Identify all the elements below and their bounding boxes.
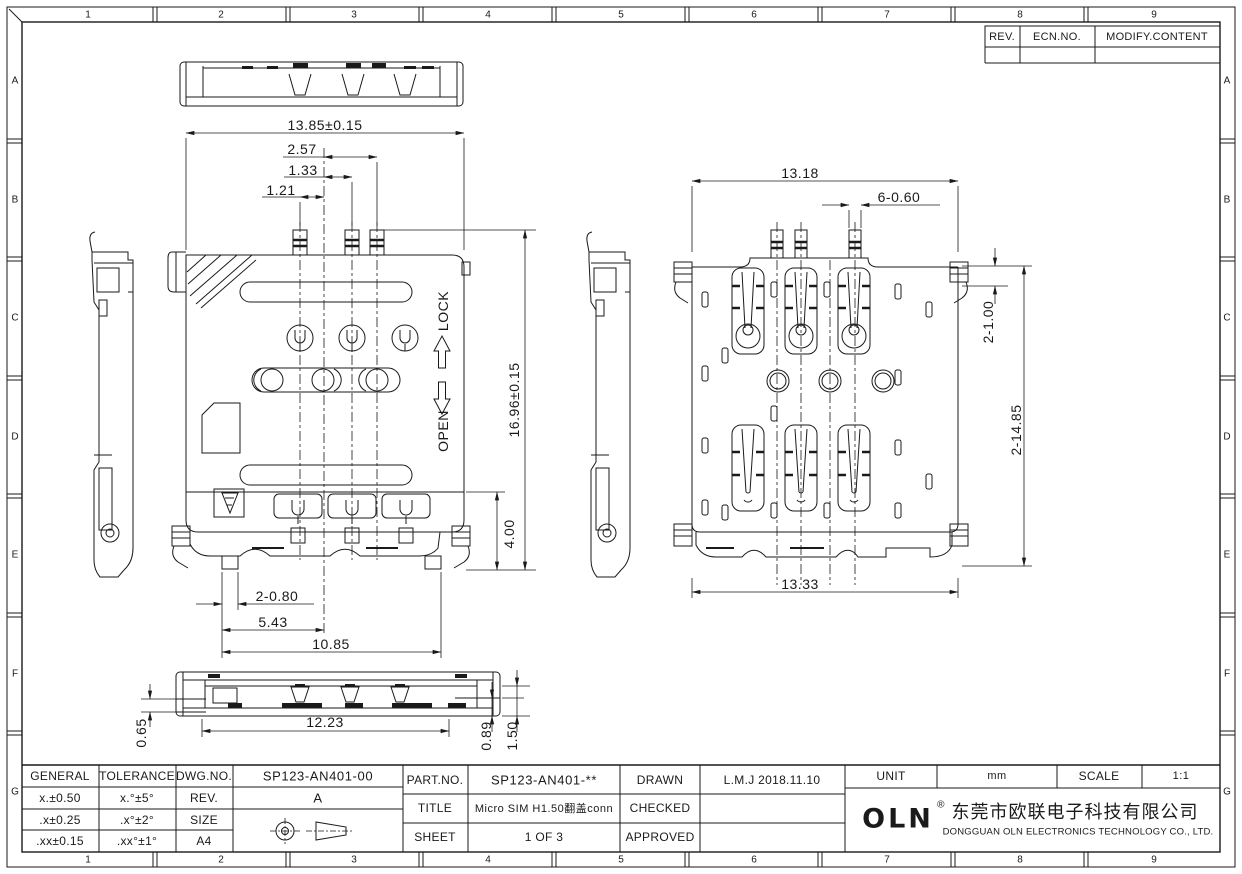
size-label: SIZE — [190, 813, 218, 827]
tolerance-angular-2: .x°±2° — [120, 813, 154, 827]
zone-row-right-c: C — [1223, 312, 1231, 324]
rev-table-modify-header: MODIFY.CONTENT — [1106, 31, 1208, 43]
zone-col-top-6: 6 — [751, 9, 757, 21]
dim-top-overall: 13.85±0.15 — [287, 117, 363, 133]
dim-open-width: 13.18 — [781, 165, 819, 181]
approved-label: APPROVED — [625, 830, 695, 844]
rev-label: REV. — [189, 791, 219, 805]
zone-row-left-g: G — [11, 786, 19, 798]
zone-row-left-e: E — [11, 549, 19, 561]
tolerance-linear-3: .xx±0.15 — [36, 834, 84, 848]
rev-table-ecn-header: ECN.NO. — [1033, 31, 1081, 43]
checked-label: CHECKED — [629, 801, 691, 815]
zone-col-top-5: 5 — [618, 9, 624, 21]
dim-lead-543: 5.43 — [258, 614, 288, 630]
zone-row-left-c: C — [11, 312, 19, 324]
company-name-en: DONGGUAN OLN ELECTRONICS TECHNOLOGY CO.,… — [942, 826, 1214, 838]
zone-row-right-b: B — [1223, 194, 1231, 206]
tolerance-angular-3: .xx°±1° — [116, 834, 158, 848]
zone-row-left-d: D — [11, 431, 19, 443]
zone-col-top-4: 4 — [485, 9, 491, 21]
dim-bottom-150: 1.50 — [504, 721, 520, 751]
zone-col-top-3: 3 — [351, 9, 357, 21]
unit-value: mm — [987, 770, 1007, 782]
zone-col-top-9: 9 — [1151, 9, 1157, 21]
part-no-label: PART.NO. — [406, 773, 464, 787]
dim-bottom-089: 0.89 — [478, 721, 494, 751]
dim-terminal-height: 4.00 — [501, 519, 517, 549]
dim-peg-height: 2-1.00 — [980, 300, 996, 344]
tolerance-linear-2: .x±0.25 — [39, 813, 81, 827]
drawn-label: DRAWN — [636, 773, 684, 787]
tolerance-label: TOLERANCE — [99, 769, 175, 783]
zone-row-left-f: F — [11, 668, 19, 680]
dim-pitch-121: 1.21 — [266, 182, 296, 198]
zone-row-right-d: D — [1223, 431, 1231, 443]
scale-value: 1:1 — [1172, 770, 1190, 782]
cover-open-label: OPEN — [435, 410, 451, 452]
zone-col-top-8: 8 — [1017, 9, 1023, 21]
size-value: A4 — [196, 834, 212, 848]
dim-lead-span: 10.85 — [312, 636, 350, 652]
dim-body-height: 16.96±0.15 — [506, 362, 522, 438]
zone-row-right-f: F — [1223, 668, 1231, 680]
dim-bottom-065: 0.65 — [133, 718, 149, 748]
zone-col-top-1: 1 — [85, 9, 91, 21]
dim-pin-width: 6-0.60 — [877, 189, 921, 205]
title-value: Micro SIM H1.50翻盖conn — [474, 803, 614, 815]
zone-col-bottom-1: 1 — [85, 854, 91, 866]
scale-label: SCALE — [1078, 769, 1120, 783]
zone-col-bottom-5: 5 — [618, 854, 624, 866]
rev-value: A — [313, 790, 323, 806]
tolerance-angular-1: x.°±5° — [120, 791, 154, 805]
dim-lead-width: 2-0.80 — [255, 588, 299, 604]
tolerance-linear-1: x.±0.50 — [39, 791, 81, 805]
zone-col-bottom-6: 6 — [751, 854, 757, 866]
zone-col-top-7: 7 — [884, 9, 890, 21]
zone-col-bottom-3: 3 — [351, 854, 357, 866]
zone-row-right-a: A — [1223, 75, 1231, 87]
dim-open-height: 2-14.85 — [1008, 404, 1024, 456]
zone-col-bottom-9: 9 — [1151, 854, 1157, 866]
unit-label: UNIT — [876, 769, 906, 783]
zone-row-left-b: B — [11, 194, 19, 206]
dim-open-bottom-width: 13.33 — [781, 576, 819, 592]
part-no-value: SP123-AN401-** — [491, 772, 597, 788]
zone-col-bottom-2: 2 — [218, 854, 224, 866]
registered-trademark-icon: ® — [937, 799, 945, 811]
sheet-value: 1 OF 3 — [524, 830, 564, 844]
dim-bottom-width: 12.23 — [306, 714, 344, 730]
general-label: GENERAL — [30, 769, 90, 783]
zone-row-left-a: A — [11, 75, 19, 87]
cover-lock-label: LOCK — [435, 290, 451, 332]
rev-table-rev-header: REV. — [989, 31, 1015, 43]
zone-col-top-2: 2 — [218, 9, 224, 21]
dwg-no-value: SP123-AN401-00 — [262, 768, 374, 784]
zone-col-bottom-8: 8 — [1017, 854, 1023, 866]
zone-col-bottom-7: 7 — [884, 854, 890, 866]
dim-pitch-133: 1.33 — [288, 162, 318, 178]
zone-col-bottom-4: 4 — [485, 854, 491, 866]
title-label: TITLE — [417, 801, 453, 815]
dwg-no-label: DWG.NO. — [175, 769, 233, 783]
company-logo: OLN — [862, 803, 934, 835]
sheet-label: SHEET — [414, 830, 456, 844]
drawn-value: L.M.J 2018.11.10 — [723, 773, 821, 787]
zone-row-right-e: E — [1223, 549, 1231, 561]
company-name-cn: 东莞市欧联电子科技有限公司 — [951, 802, 1199, 822]
dim-pitch-257: 2.57 — [287, 141, 317, 157]
zone-row-right-g: G — [1223, 786, 1231, 798]
